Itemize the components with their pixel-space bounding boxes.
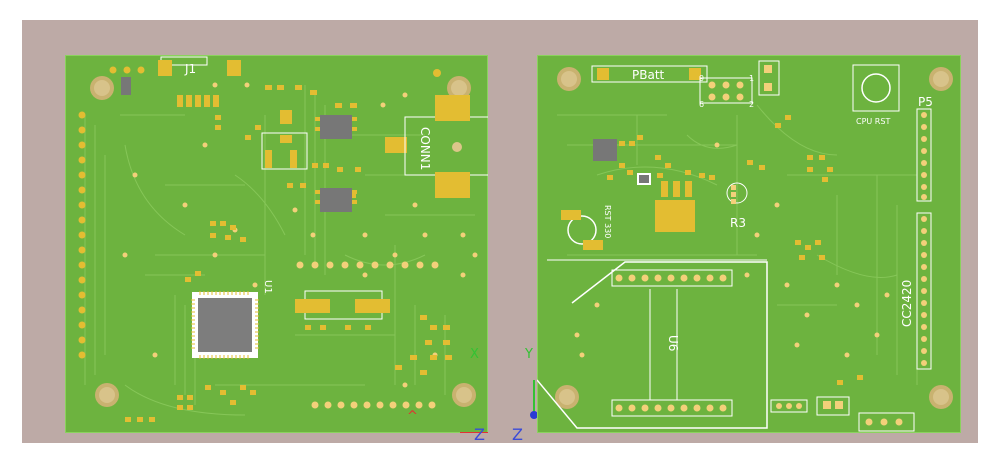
battery-connector-pbatt	[591, 65, 708, 83]
render-scene[interactable]: J1	[22, 20, 978, 443]
label-cpu-rst: CPU RST	[856, 117, 890, 126]
label-hdr-2: 2	[749, 100, 754, 109]
small-ic	[593, 139, 651, 185]
mounting-holes	[555, 67, 953, 409]
axis-y-label-right: Y	[524, 347, 533, 362]
axis-origin-right	[530, 411, 538, 419]
module-u6-outline	[537, 259, 768, 429]
cpu-reset-button	[852, 64, 900, 112]
smd-components	[597, 115, 863, 385]
smd-components-misc	[125, 221, 452, 422]
header-cc2420	[916, 212, 932, 370]
board-substrate	[537, 55, 961, 433]
axis-z-label-right: Z	[512, 425, 523, 443]
axis-x-label-left: X	[470, 347, 479, 362]
connector-j1	[121, 56, 241, 107]
mounting-holes	[90, 76, 476, 407]
crystal-component	[295, 290, 390, 330]
label-r3: R3	[730, 216, 746, 230]
power-regulator	[655, 181, 695, 232]
connector-conn1	[404, 69, 488, 198]
regulator-ics	[261, 115, 357, 212]
label-j1: J1	[184, 62, 196, 76]
label-rst-330: RST 330	[603, 205, 612, 238]
axis-arrow-mark-left: ^	[407, 409, 418, 424]
mcu-u1	[191, 291, 259, 359]
label-u1: U1	[262, 280, 273, 294]
rst-component	[561, 210, 603, 250]
label-conn1: CONN1	[418, 127, 432, 170]
jtag-header	[699, 60, 780, 104]
label-hdr-1: 1	[749, 74, 754, 83]
header-bottom-right	[770, 396, 915, 432]
board-substrate	[65, 55, 488, 433]
smd-components-top	[215, 85, 407, 200]
header-holes-bottom	[311, 401, 436, 409]
pcb-board-top[interactable]: J1	[65, 55, 488, 433]
axis-z-label-left: Z	[474, 425, 485, 443]
label-hdr-6: 6	[699, 100, 704, 109]
label-u6: U6	[666, 335, 680, 351]
label-p5: P5	[918, 95, 933, 109]
label-cc2420: CC2420	[900, 280, 914, 327]
pcb-board-bottom[interactable]: PBatt 9 6 1 2 CPU RST P5 CC2420	[537, 55, 961, 433]
header-holes-middle	[296, 261, 439, 269]
label-pbatt: PBatt	[632, 68, 665, 82]
header-p5	[916, 108, 932, 202]
label-hdr-9: 9	[699, 74, 704, 83]
scattered-vias	[574, 142, 890, 358]
edge-vias-left	[78, 66, 145, 359]
resistor-r3	[726, 182, 748, 204]
